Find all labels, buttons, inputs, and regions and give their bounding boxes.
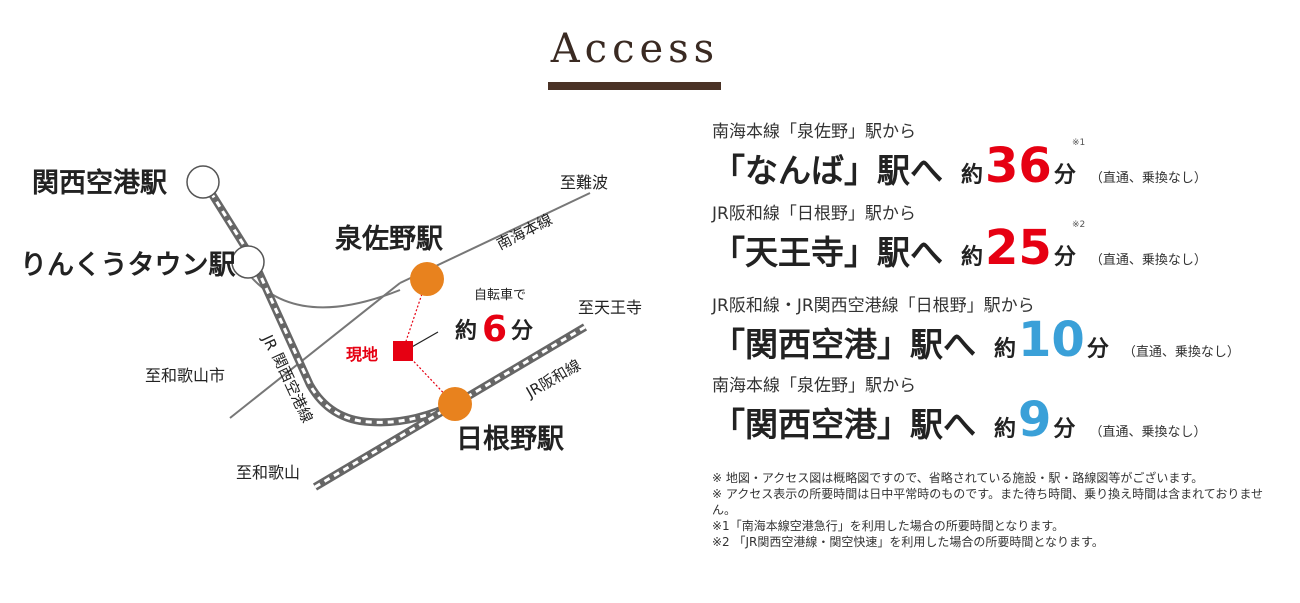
footnote-line: ※ アクセス表示の所要時間は日中平常時のものです。また待ち時間、乗り換え時間は含…	[712, 487, 1263, 517]
footnote-line: ※1「南海本線空港急行」を利用した場合の所要時間となります。	[712, 519, 1065, 533]
jr-kansai-airport-line	[253, 266, 457, 427]
page-title: Access	[550, 26, 720, 72]
kansai-airport-station-label: 関西空港駅	[32, 167, 167, 199]
route-origin: 南海本線「泉佐野」駅から	[712, 376, 916, 396]
route-minutes: 10	[1018, 312, 1085, 368]
hineno-station-label: 日根野駅	[456, 424, 564, 455]
route-unit: 分	[1053, 417, 1076, 442]
to-wakayamashi-label: 至和歌山市	[145, 366, 225, 385]
bicycle-minutes: 6	[482, 309, 507, 350]
footnote-line: ※2 「JR関西空港線・関空快速」を利用した場合の所要時間となります。	[712, 535, 1104, 549]
route-footnote-mark: ※1	[1072, 138, 1086, 148]
route-minutes: 9	[1018, 392, 1052, 448]
route-origin: 南海本線「泉佐野」駅から	[712, 122, 916, 142]
route-approx: 約	[994, 417, 1017, 442]
bicycle-pointer	[409, 331, 439, 349]
route-note: （直通、乗換なし）	[1089, 425, 1207, 440]
to-namba-label: 至難波	[560, 173, 608, 192]
site-marker	[393, 341, 413, 361]
bicycle-unit: 分	[511, 319, 533, 344]
route-destination: 「天王寺」駅へ	[712, 233, 943, 272]
route-approx: 約	[961, 163, 984, 188]
bicycle-approx: 約	[455, 318, 477, 344]
rinku-town-station-label: りんくうタウン駅	[20, 250, 235, 281]
route-note: （直通、乗換なし）	[1122, 345, 1240, 360]
route-item: 南海本線「泉佐野」駅から 「関西空港」駅へ約9分 （直通、乗換なし）	[712, 376, 1206, 455]
title-underline	[548, 82, 721, 90]
route-approx: 約	[994, 337, 1017, 362]
hineno-station-marker	[438, 387, 472, 421]
route-origin: JR阪和線・JR関西空港線「日根野」駅から	[712, 296, 1035, 316]
route-footnote-mark: ※2	[1072, 220, 1086, 230]
izumisano-station-marker	[410, 262, 444, 296]
route-unit: 分	[1053, 163, 1076, 188]
izumisano-station-label: 泉佐野駅	[335, 223, 443, 255]
route-item: JR阪和線・JR関西空港線「日根野」駅から 「関西空港」駅へ約10分 （直通、乗換…	[712, 296, 1240, 375]
bicycle-label: 自転車で	[474, 288, 526, 303]
route-unit: 分	[1086, 337, 1109, 362]
jr-kansai-airport-line-label-1: JR	[258, 331, 281, 353]
kansai-airport-station-marker	[186, 165, 220, 199]
to-wakayama-label: 至和歌山	[236, 463, 300, 482]
rinku-town-station-marker	[231, 245, 265, 279]
route-minutes: 25	[985, 220, 1052, 276]
footnotes: ※ 地図・アクセス図は概略図ですので、省略されている施設・駅・路線図等がございま…	[712, 470, 1282, 550]
route-origin: JR阪和線「日根野」駅から	[712, 204, 916, 224]
route-destination: 「関西空港」駅へ	[712, 325, 976, 364]
route-destination: 「関西空港」駅へ	[712, 405, 976, 444]
route-minutes: 36	[985, 138, 1052, 194]
route-destination: 「なんば」駅へ	[712, 151, 943, 190]
access-map: 関西空港駅 りんくうタウン駅 泉佐野駅 日根野駅 至難波 至天王寺 至和歌山市 …	[20, 165, 642, 491]
route-item: JR阪和線「日根野」駅から 「天王寺」駅へ約25分 （直通、乗換なし） ※2	[712, 204, 1207, 283]
route-note: （直通、乗換なし）	[1089, 171, 1207, 186]
route-note: （直通、乗換なし）	[1089, 253, 1207, 268]
nankai-main-line-label: 南海本線	[494, 210, 556, 253]
route-item: 南海本線「泉佐野」駅から 「なんば」駅へ約36分 （直通、乗換なし） ※1	[712, 122, 1207, 201]
site-label: 現地	[346, 345, 378, 364]
route-unit: 分	[1053, 245, 1076, 270]
footnote-line: ※ 地図・アクセス図は概略図ですので、省略されている施設・駅・路線図等がございま…	[712, 471, 1204, 485]
route-approx: 約	[961, 245, 984, 270]
to-tennoji-label: 至天王寺	[578, 298, 642, 317]
